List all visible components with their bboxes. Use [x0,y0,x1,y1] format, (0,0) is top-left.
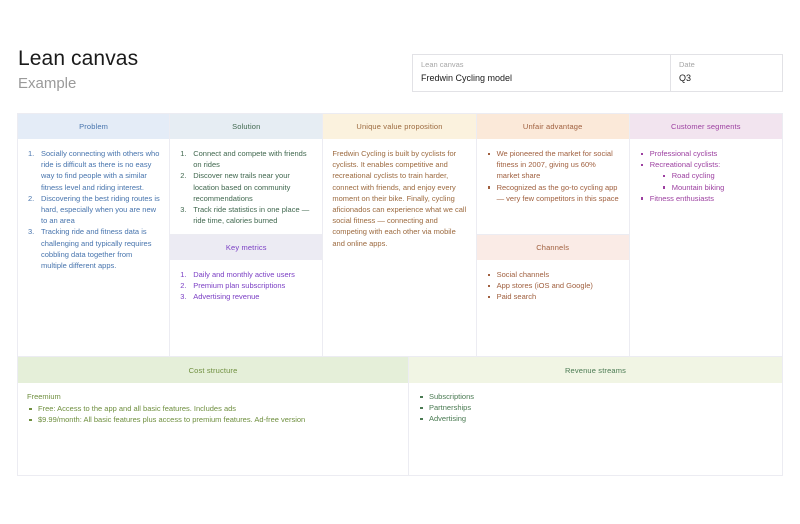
list-item: We pioneered the market for social fitne… [486,148,620,182]
block-cost-structure-title: Cost structure [18,357,408,383]
meta-label-date: Date [679,60,695,69]
block-cost-structure[interactable]: Cost structure Freemium Free: Access to … [17,357,408,476]
block-key-metrics[interactable]: Key metrics Daily and monthly active use… [170,235,323,356]
uvp-paragraph: Fredwin Cycling is built by cyclists for… [332,149,467,248]
page-subtitle: Example [18,75,77,92]
block-customer-segments[interactable]: Customer segments Professional cyclists … [629,113,783,357]
unfair-advantage-list: We pioneered the market for social fitne… [486,148,620,204]
block-key-metrics-title: Key metrics [170,235,323,260]
list-item: Daily and monthly active users [180,269,295,280]
canvas-grid: Problem Socially connecting with others … [17,113,783,476]
block-uvp-title: Unique value proposition [323,114,476,139]
list-item: Professional cyclists [639,148,773,159]
list-item: Fitness enthusiasts [639,193,773,204]
block-customer-segments-body[interactable]: Professional cyclists Recreational cycli… [630,139,782,356]
problem-list: Socially connecting with others who ride… [27,148,160,271]
list-item: Paid search [486,291,620,302]
list-item: Recreational cyclists: Road cycling Moun… [639,159,773,193]
revenue-streams-list: Subscriptions Partnerships Advertising [418,391,773,425]
key-metrics-list: Daily and monthly active users Premium p… [179,269,313,303]
list-item: Tracking ride and fitness data is challe… [28,226,152,271]
channels-list: Social channels App stores (iOS and Goog… [486,269,620,303]
block-customer-segments-title: Customer segments [629,114,782,139]
list-item: $9.99/month: All basic features plus acc… [27,414,399,425]
list-item: Track ride statistics in one place — rid… [180,204,310,226]
meta-cell-canvas-name[interactable]: Lean canvas Fredwin Cycling model [413,55,671,91]
block-cost-structure-body[interactable]: Freemium Free: Access to the app and all… [18,383,408,475]
list-item: Recognized as the go-to cycling app — ve… [486,182,620,204]
list-item: Partnerships [418,402,773,413]
meta-value-date: Q3 [679,73,692,83]
block-problem-body[interactable]: Socially connecting with others who ride… [18,139,169,356]
list-item: Free: Access to the app and all basic fe… [27,403,399,414]
list-item-label: Recreational cyclists: [649,160,721,170]
list-item: Discover new trails near your location b… [180,170,291,203]
list-item: Advertising [418,413,773,424]
list-item: Premium plan subscriptions [180,280,286,291]
meta-cell-date[interactable]: Date Q3 [671,55,782,91]
canvas-top-row: Problem Socially connecting with others … [17,113,783,357]
block-solution-body[interactable]: Connect and compete with friends on ride… [170,139,322,234]
block-solution-column: Solution Connect and compete with friend… [170,113,324,357]
solution-list: Connect and compete with friends on ride… [179,148,313,226]
block-key-metrics-body[interactable]: Daily and monthly active users Premium p… [170,260,322,356]
block-unfair-advantage-body[interactable]: We pioneered the market for social fitne… [477,139,629,234]
block-revenue-streams-body[interactable]: Subscriptions Partnerships Advertising [409,383,782,475]
list-item: Social channels [486,269,620,280]
block-revenue-streams[interactable]: Revenue streams Subscriptions Partnershi… [408,357,783,476]
list-item: Mountain biking [661,182,773,193]
canvas-bottom-row: Cost structure Freemium Free: Access to … [17,357,783,476]
block-problem[interactable]: Problem Socially connecting with others … [17,113,171,357]
block-uvp-body[interactable]: Fredwin Cycling is built by cyclists for… [323,139,475,356]
list-item: Discovering the best riding routes is ha… [28,193,160,226]
block-problem-title: Problem [18,114,170,139]
block-unfair-advantage-title: Unfair advantage [476,114,629,139]
block-unfair-column: Unfair advantage We pioneered the market… [476,113,630,357]
block-unique-value-proposition[interactable]: Unique value proposition Fredwin Cycling… [323,113,477,357]
customer-segments-sublist: Road cycling Mountain biking [650,170,773,192]
meta-label-canvas-name: Lean canvas [421,60,464,69]
cost-structure-list: Free: Access to the app and all basic fe… [27,403,399,425]
list-item: Road cycling [661,170,773,181]
title-block: Lean canvas Example [18,46,138,94]
block-unfair-advantage[interactable]: Unfair advantage We pioneered the market… [476,114,629,235]
block-channels-title: Channels [476,235,629,260]
list-item: Advertising revenue [180,291,260,302]
block-channels-body[interactable]: Social channels App stores (iOS and Goog… [477,260,629,356]
list-item: Subscriptions [418,391,773,402]
cost-structure-intro: Freemium [27,392,61,401]
customer-segments-list: Professional cyclists Recreational cycli… [639,148,773,204]
block-revenue-streams-title: Revenue streams [409,357,782,383]
list-item: Socially connecting with others who ride… [28,148,160,192]
meta-table: Lean canvas Fredwin Cycling model Date Q… [412,54,783,92]
block-solution[interactable]: Solution Connect and compete with friend… [170,114,323,235]
list-item: Connect and compete with friends on ride… [180,148,307,170]
list-item: App stores (iOS and Google) [486,280,620,291]
block-solution-title: Solution [170,114,323,139]
block-channels[interactable]: Channels Social channels App stores (iOS… [476,235,629,356]
meta-value-canvas-name: Fredwin Cycling model [421,73,513,83]
page-title: Lean canvas [18,47,139,70]
